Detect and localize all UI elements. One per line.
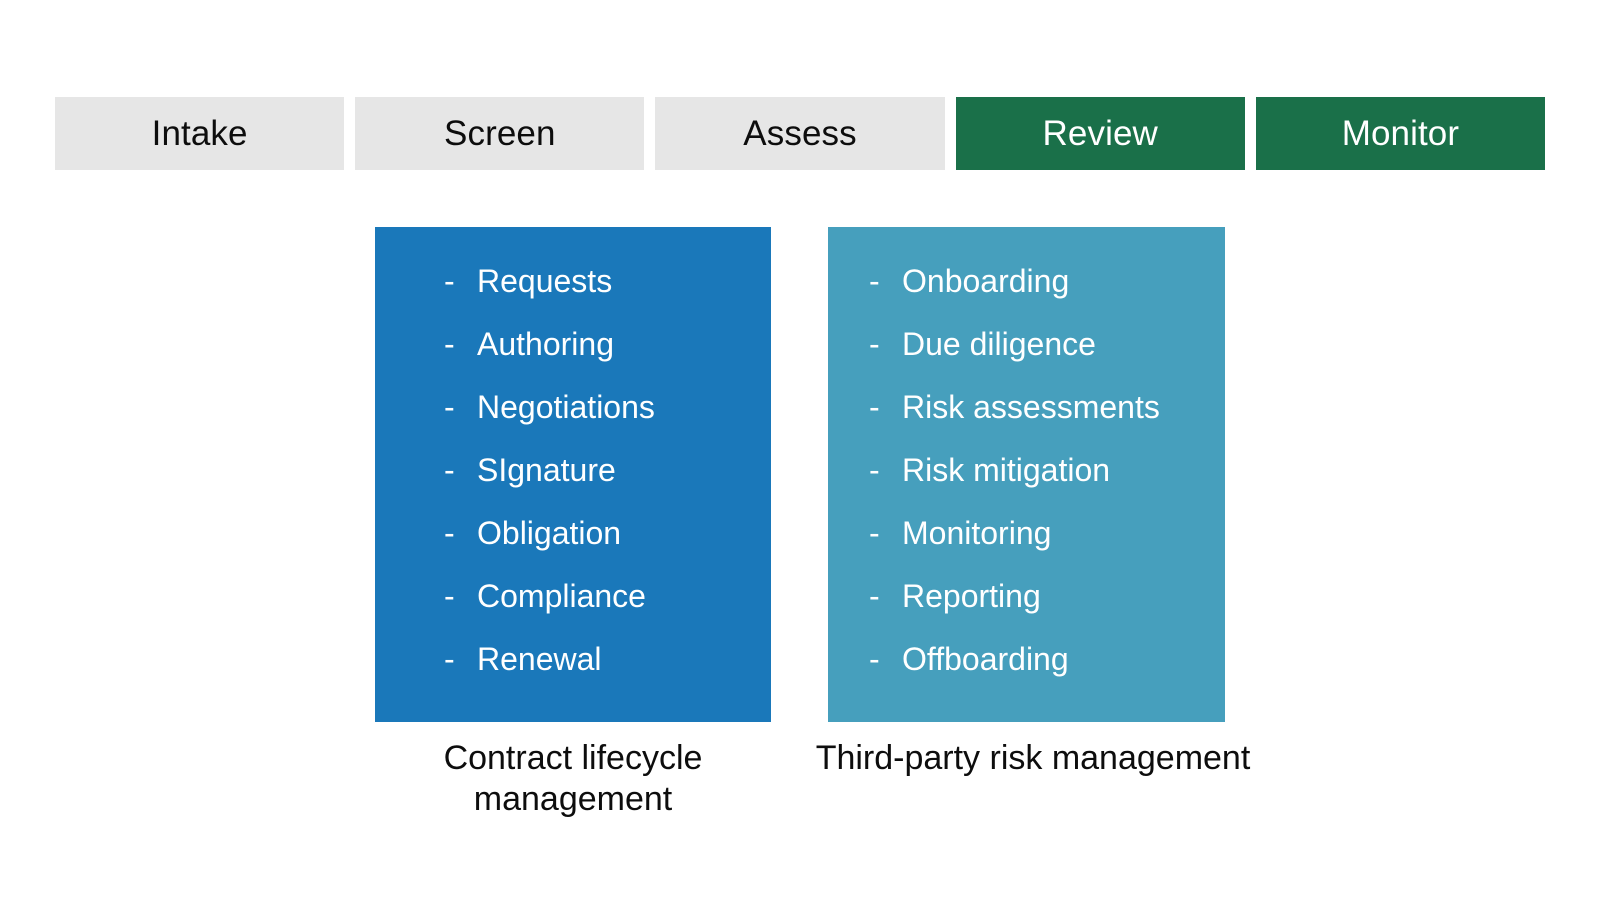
list-item-label: Offboarding xyxy=(902,641,1069,677)
list-item[interactable]: - Authoring xyxy=(375,328,771,391)
panel-third-party-risk-management: - Onboarding - Due diligence - Risk asse… xyxy=(828,227,1225,722)
list-item[interactable]: - Risk assessments xyxy=(828,391,1225,454)
phase-tab-intake[interactable]: Intake xyxy=(55,97,345,170)
phase-tab-label: Monitor xyxy=(1341,114,1460,153)
panel-caption-third-party-risk-management: Third-party risk management xyxy=(815,739,1251,777)
phase-tab-monitor[interactable]: Monitor xyxy=(1255,97,1546,170)
list-item-label: Authoring xyxy=(477,326,614,362)
list-item[interactable]: - Monitoring xyxy=(828,517,1225,580)
list-item[interactable]: - Offboarding xyxy=(828,643,1225,706)
list-item[interactable]: - Compliance xyxy=(375,580,771,643)
dash-bullet-icon: - xyxy=(444,326,455,362)
panel-caption-contract-lifecycle-management: Contract lifecycle management xyxy=(443,739,703,819)
dash-bullet-icon: - xyxy=(869,389,880,425)
phase-tab-label: Review xyxy=(1042,114,1158,153)
list-item[interactable]: - Due diligence xyxy=(828,328,1225,391)
list-item[interactable]: - Risk mitigation xyxy=(828,454,1225,517)
panel-item-list: - Requests - Authoring - Negotiations - … xyxy=(375,265,771,706)
list-item[interactable]: - SIgnature xyxy=(375,454,771,517)
list-item[interactable]: - Obligation xyxy=(375,517,771,580)
list-item-label: Reporting xyxy=(902,578,1041,614)
dash-bullet-icon: - xyxy=(869,578,880,614)
list-item-label: Requests xyxy=(477,263,613,299)
list-item[interactable]: - Negotiations xyxy=(375,391,771,454)
dash-bullet-icon: - xyxy=(869,326,880,362)
list-item[interactable]: - Renewal xyxy=(375,643,771,706)
dash-bullet-icon: - xyxy=(869,263,880,299)
phase-tab-assess[interactable]: Assess xyxy=(655,97,945,170)
dash-bullet-icon: - xyxy=(444,515,455,551)
list-item[interactable]: - Onboarding xyxy=(828,265,1225,328)
list-item-label: SIgnature xyxy=(477,452,616,488)
dash-bullet-icon: - xyxy=(444,578,455,614)
dash-bullet-icon: - xyxy=(869,452,880,488)
dash-bullet-icon: - xyxy=(869,515,880,551)
dash-bullet-icon: - xyxy=(444,641,455,677)
list-item-label: Negotiations xyxy=(477,389,655,425)
list-item[interactable]: - Requests xyxy=(375,265,771,328)
lifecycle-phase-bar: Intake Screen Assess Review Monitor xyxy=(55,97,1546,170)
list-item-label: Monitoring xyxy=(902,515,1052,551)
dash-bullet-icon: - xyxy=(444,263,455,299)
phase-tab-label: Intake xyxy=(151,114,248,153)
list-item-label: Risk assessments xyxy=(902,389,1160,425)
dash-bullet-icon: - xyxy=(869,641,880,677)
list-item-label: Renewal xyxy=(477,641,602,677)
panel-contract-lifecycle-management: - Requests - Authoring - Negotiations - … xyxy=(375,227,771,722)
list-item-label: Obligation xyxy=(477,515,622,551)
panel-item-list: - Onboarding - Due diligence - Risk asse… xyxy=(828,265,1225,706)
phase-tab-label: Assess xyxy=(743,114,857,153)
phase-tab-label: Screen xyxy=(444,114,556,153)
list-item-label: Onboarding xyxy=(902,263,1070,299)
category-panels: - Requests - Authoring - Negotiations - … xyxy=(375,227,1225,722)
phase-tab-screen[interactable]: Screen xyxy=(355,97,645,170)
phase-tab-review[interactable]: Review xyxy=(955,97,1245,170)
list-item-label: Risk mitigation xyxy=(902,452,1111,488)
list-item-label: Due diligence xyxy=(902,326,1096,362)
list-item-label: Compliance xyxy=(477,578,646,614)
dash-bullet-icon: - xyxy=(444,452,455,488)
dash-bullet-icon: - xyxy=(444,389,455,425)
list-item[interactable]: - Reporting xyxy=(828,580,1225,643)
